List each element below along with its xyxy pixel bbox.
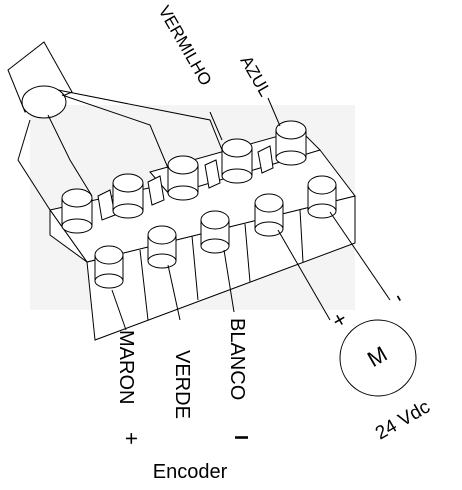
leader-lines xyxy=(111,97,391,331)
screw-9 xyxy=(254,193,284,237)
encoder-label: Encoder xyxy=(153,461,228,483)
screw-3 xyxy=(167,155,199,201)
screw-1 xyxy=(61,188,93,234)
screw-2 xyxy=(112,173,144,219)
label-maron: MARON xyxy=(115,330,137,404)
label-azul: AZUL xyxy=(237,53,275,100)
screw-4 xyxy=(221,138,253,184)
screw-8 xyxy=(200,210,230,254)
sign-maron-plus: + xyxy=(119,432,144,445)
motor-voltage-label: 24 Vdc xyxy=(372,397,434,445)
screws xyxy=(61,120,337,289)
screw-10 xyxy=(307,175,337,219)
encoder-cable xyxy=(7,41,223,211)
terminal-block-front-upper xyxy=(49,208,88,263)
sign-blanco-minus: I xyxy=(231,435,251,440)
motor-minus-sign: - xyxy=(388,288,413,307)
label-blanco: BLANCO xyxy=(226,318,248,400)
screw-6 xyxy=(94,245,124,289)
motor-plus-sign: + xyxy=(326,308,354,332)
motor-circle xyxy=(339,319,417,397)
label-verde: VERDE xyxy=(171,350,193,419)
screw-7 xyxy=(147,225,177,269)
label-vermilho: VERMILHO xyxy=(155,3,216,89)
screw-5 xyxy=(275,120,307,166)
